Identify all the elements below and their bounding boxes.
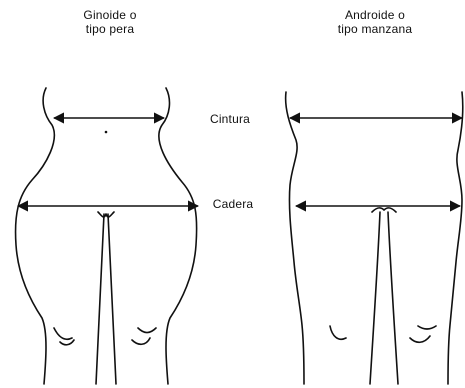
android-inner-legs — [370, 208, 398, 384]
gynoid-inner-legs — [96, 212, 116, 384]
gynoid-navel — [105, 131, 108, 134]
android-figure — [286, 92, 463, 384]
gynoid-left-outline — [16, 88, 55, 384]
gynoid-right-outline — [159, 88, 197, 384]
gynoid-figure — [16, 88, 198, 384]
android-left-outline — [286, 92, 304, 384]
android-right-outline — [448, 92, 463, 384]
gynoid-knees — [54, 328, 156, 345]
android-knees — [330, 326, 436, 342]
